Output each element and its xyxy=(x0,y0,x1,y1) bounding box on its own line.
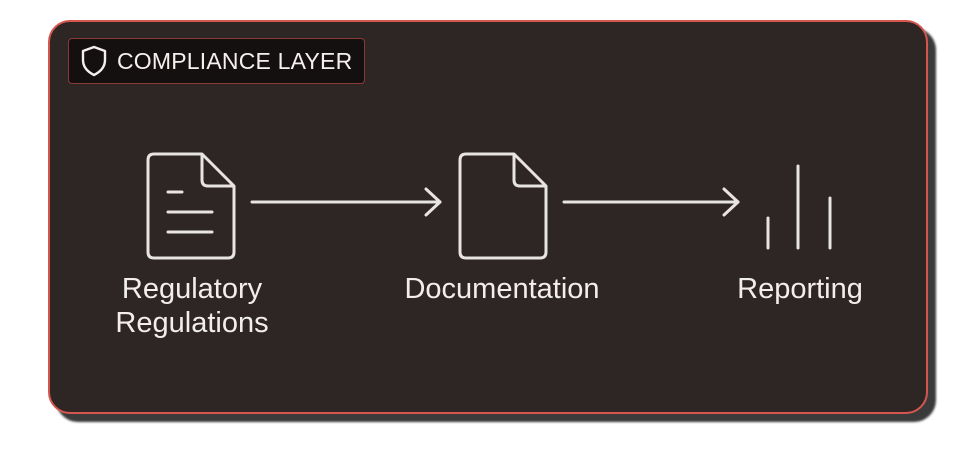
badge-label: COMPLIANCE LAYER xyxy=(117,47,353,74)
arrow-right-icon xyxy=(250,186,446,218)
compliance-layer-badge: COMPLIANCE LAYER xyxy=(68,38,366,84)
node-label-documentation: Documentation xyxy=(404,273,600,305)
document-lines-icon xyxy=(144,150,238,262)
document-icon xyxy=(456,150,550,262)
compliance-layer-panel xyxy=(48,20,928,414)
arrow-right-icon xyxy=(562,186,744,218)
bar-chart-icon xyxy=(758,160,842,254)
node-label-regulatory: Regulatory Regulations xyxy=(115,273,269,339)
shield-icon xyxy=(81,45,107,77)
node-label-reporting: Reporting xyxy=(737,273,863,305)
